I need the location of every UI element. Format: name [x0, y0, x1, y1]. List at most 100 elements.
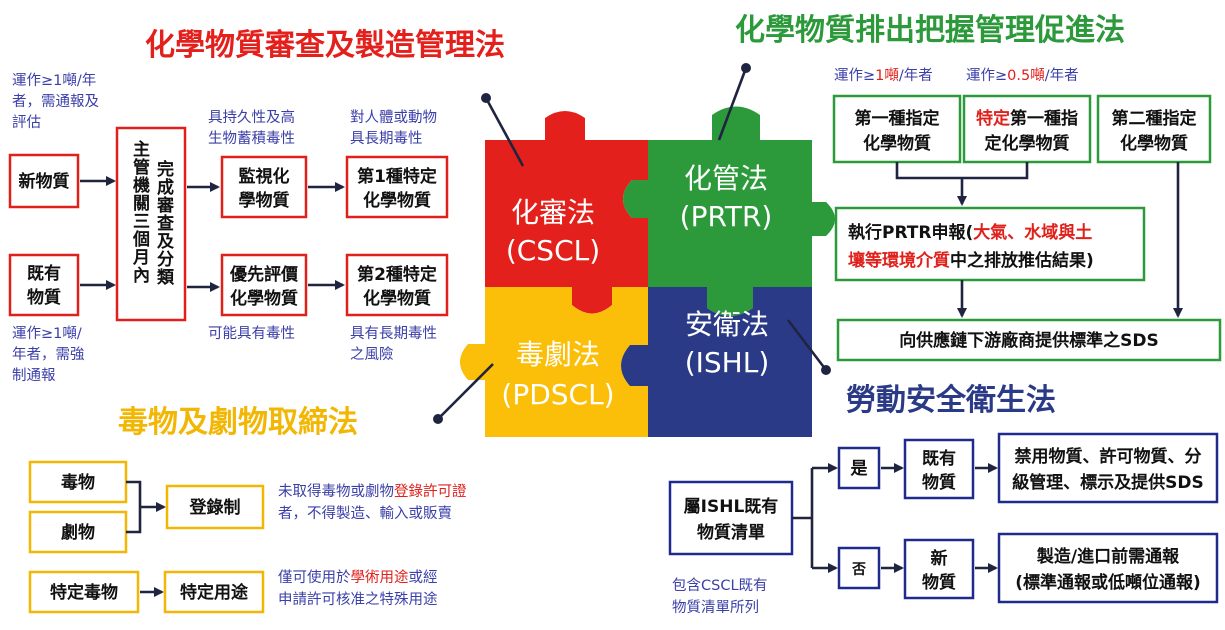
- ishl-list-label-1: 屬ISHL既有: [684, 496, 779, 517]
- authority-box: [115, 126, 187, 322]
- ishl-list-label-2: 物質清單: [697, 522, 765, 543]
- specific-use-label: 特定用途: [180, 582, 249, 603]
- ishl-result-yes-label-2: 級管理、標示及提供SDS: [1012, 472, 1204, 493]
- monitor-label-1: 監視化: [239, 166, 290, 187]
- prtr-pointer: [717, 67, 748, 141]
- note-new-1: 運作≥1噸/年: [12, 72, 96, 89]
- note-registration-1: 未取得毒物或劇物登錄許可證: [278, 482, 467, 500]
- priority-label-1: 優先評價: [229, 264, 299, 285]
- note-list-1: 包含CSCL既有: [672, 577, 768, 594]
- class1-label-1: 第1種特定: [357, 166, 437, 187]
- note-risk-2: 之風險: [350, 346, 394, 363]
- prtr-section: 運作≥1噸/年者 運作≥0.5噸/年者 第一種指定 化學物質 特定第一種指 定化…: [832, 67, 1222, 362]
- ishl-existing-box: [903, 438, 975, 500]
- note-use-2: 申請許可核准之特殊用途: [278, 591, 438, 608]
- new-substance-box: [8, 153, 80, 209]
- specific-poison-label: 特定毒物: [50, 582, 118, 603]
- authority-text-col2: 完成審查及分類: [153, 159, 175, 286]
- ishl-pointer-dot: [821, 365, 831, 375]
- puzzle-center: 化審法 (CSCL) 化管法 (PRTR) 毒劇法 (PDSCL) 安衛法 (I…: [433, 63, 835, 437]
- poison-merge: [126, 480, 142, 534]
- existing-substance-label-1: 既有: [27, 263, 61, 284]
- registration-box: [165, 484, 265, 530]
- note-new-3: 評估: [12, 114, 41, 131]
- registration-label: 登錄制: [189, 497, 241, 518]
- class1-label-2: 化學物質: [363, 190, 431, 211]
- class2-box: [345, 253, 449, 317]
- cscl-law-title: 化學物質審查及製造管理法: [145, 28, 505, 63]
- deleterious-label: 劇物: [61, 522, 95, 543]
- prtr-abbr: (PRTR): [680, 200, 773, 233]
- pdscl-piece: [460, 287, 648, 437]
- prtr-specific-label-1: 特定第一種指: [976, 108, 1078, 129]
- note-possible-toxic: 可能具有毒性: [208, 325, 295, 342]
- threshold-2: 運作≥0.5噸/年者: [966, 67, 1079, 84]
- ishl-list-box: [668, 480, 794, 556]
- ishl-new-label-2: 物質: [922, 572, 956, 593]
- note-risk-1: 具有長期毒性: [350, 325, 437, 342]
- pdscl-pointer-dot: [433, 414, 443, 424]
- ishl-piece: [621, 287, 812, 437]
- ishl-existing-label-1: 既有: [922, 448, 956, 469]
- prtr-report-label-1: 執行PRTR申報(大氣、水域與土: [848, 222, 1092, 243]
- ishl-result-no-label-2: (標準通報或低噸位通報): [1015, 572, 1201, 593]
- cscl-section: 運作≥1噸/年 者，需通報及 評估 新物質 既有 物質 運作≥1噸/ 年者，需強…: [8, 72, 449, 384]
- pdscl-section: 毒物 劇物 登錄制 未取得毒物或劇物登錄許可證 者，不得製造、輸入或販賣 特定毒…: [28, 460, 467, 614]
- new-substance-label: 新物質: [19, 171, 70, 192]
- prtr-class2-box: [1096, 94, 1212, 164]
- pdscl-law-title: 毒物及劇物取締法: [118, 405, 358, 440]
- cscl-abbr: (CSCL): [506, 234, 600, 267]
- priority-box: [220, 253, 308, 317]
- ishl-new-label-1: 新: [931, 548, 948, 569]
- prtr-report-label-2: 壤等環境介質中之排放推估結果): [848, 250, 1094, 271]
- prtr-pointer-dot: [741, 63, 751, 73]
- cscl-pointer-dot: [481, 93, 491, 103]
- cscl-name: 化審法: [511, 196, 595, 229]
- ishl-law-title: 勞動安全衛生法: [846, 383, 1056, 418]
- threshold-1: 運作≥1噸/年者: [834, 67, 933, 84]
- note-exist-3: 制通報: [12, 367, 56, 384]
- authority-text-col1: 主管機關三個月內: [129, 139, 151, 284]
- note-new-2: 者，需通報及: [12, 93, 99, 110]
- prtr-piece: [623, 106, 835, 316]
- note-exist-1: 運作≥1噸/: [12, 325, 82, 342]
- note-persistent-2: 生物蓄積毒性: [208, 130, 295, 147]
- pdscl-name: 毒劇法: [516, 338, 600, 371]
- specific-poison-box: [28, 570, 140, 614]
- class2-label-1: 第2種特定: [357, 264, 437, 285]
- monitor-label-2: 學物質: [239, 190, 290, 211]
- cscl-piece: [485, 111, 648, 314]
- ishl-existing-label-2: 物質: [922, 472, 956, 493]
- ishl-result-no-box: [997, 532, 1219, 604]
- existing-substance-box: [8, 253, 80, 317]
- priority-label-2: 化學物質: [230, 288, 298, 309]
- note-registration-2: 者，不得製造、輸入或販賣: [278, 505, 452, 522]
- prtr-name: 化管法: [684, 162, 768, 195]
- note-list-2: 物質清單所列: [672, 598, 759, 616]
- prtr-sds-label: 向供應鏈下游廠商提供標準之SDS: [899, 330, 1159, 351]
- ishl-abbr: (ISHL): [685, 346, 770, 379]
- ishl-result-no-label-1: 製造/進口前需通報: [1036, 546, 1180, 567]
- prtr-report-box: [834, 206, 1146, 282]
- merge-line: [895, 162, 1029, 180]
- no-box: [837, 546, 881, 590]
- note-longterm-1: 對人體或動物: [350, 109, 437, 126]
- ishl-name: 安衛法: [685, 308, 769, 341]
- monitor-box: [220, 155, 308, 219]
- note-use-1: 僅可使用於學術用途或經: [278, 568, 438, 586]
- poison-box: [28, 460, 128, 504]
- prtr-class1-label-2: 化學物質: [863, 133, 931, 154]
- prtr-class1-label-1: 第一種指定: [855, 108, 940, 129]
- ishl-result-yes-label-1: 禁用物質、許可物質、分: [1015, 446, 1202, 467]
- prtr-law-title: 化學物質排出把握管理促進法: [735, 13, 1125, 48]
- no-label: 否: [851, 562, 866, 578]
- ishl-section: 屬ISHL既有 物質清單 包含CSCL既有 物質清單所列 是 否 既有 物質 新…: [668, 432, 1219, 616]
- prtr-class2-label-2: 化學物質: [1120, 133, 1188, 154]
- existing-substance-label-2: 物質: [27, 287, 61, 308]
- prtr-class2-label-1: 第二種指定: [1112, 108, 1197, 129]
- pdscl-pointer: [437, 363, 494, 420]
- cscl-pointer: [484, 97, 525, 167]
- ishl-result-yes-box: [997, 432, 1219, 504]
- pdscl-abbr: (PDSCL): [501, 378, 614, 411]
